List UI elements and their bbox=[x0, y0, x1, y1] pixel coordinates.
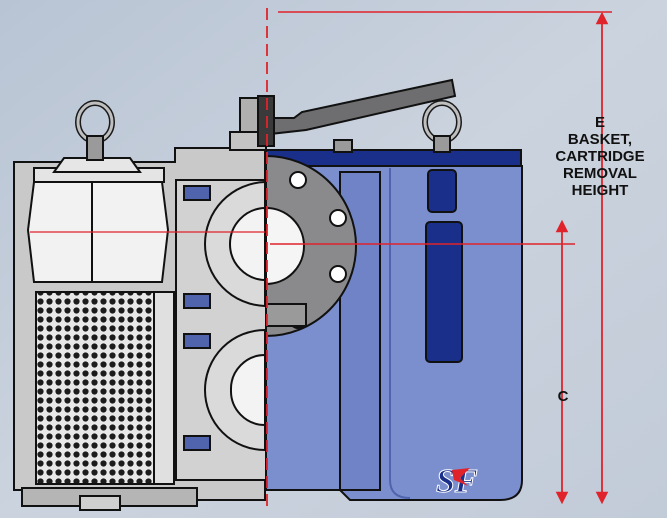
exterior-body bbox=[257, 78, 523, 501]
dimension-e-line-4: HEIGHT bbox=[571, 182, 629, 199]
svg-text:SF: SF bbox=[436, 463, 478, 500]
dimension-e-letter: E bbox=[594, 114, 605, 131]
seal-1 bbox=[183, 185, 211, 201]
valve-handle bbox=[262, 78, 457, 136]
cover-plate bbox=[52, 157, 142, 173]
mid-joint bbox=[265, 303, 307, 327]
sf-logo-icon: SF bbox=[436, 463, 479, 501]
flange-bolt-1 bbox=[289, 171, 307, 189]
dimension-c-label: C bbox=[557, 388, 569, 405]
seal-2 bbox=[183, 293, 211, 309]
eye-bolt-right-shank bbox=[433, 135, 451, 153]
eye-bolt-left-shank bbox=[86, 135, 104, 161]
handle-hub bbox=[257, 95, 275, 147]
slot-lower bbox=[425, 221, 463, 363]
dimension-lines bbox=[30, 8, 612, 512]
drain-plug bbox=[79, 495, 121, 511]
seal-3 bbox=[183, 333, 211, 349]
cutaway-section bbox=[13, 97, 267, 511]
dimension-e-label: E BASKET, CARTRIDGE REMOVAL HEIGHT bbox=[535, 114, 665, 199]
slot-upper bbox=[427, 169, 457, 213]
flange-bolt-2 bbox=[329, 209, 347, 227]
dimension-e-line-3: REMOVAL bbox=[563, 165, 637, 182]
flange bbox=[265, 154, 358, 338]
dimension-e-line-1: BASKET, bbox=[567, 131, 633, 148]
basket-wall bbox=[153, 291, 175, 485]
seal-4 bbox=[183, 435, 211, 451]
housing-panel bbox=[389, 168, 411, 499]
flange-bolt-3 bbox=[329, 265, 347, 283]
perforated-basket bbox=[35, 291, 155, 485]
flange-bore bbox=[265, 206, 306, 286]
dimension-e-line-2: CARTRIDGE bbox=[555, 148, 645, 165]
